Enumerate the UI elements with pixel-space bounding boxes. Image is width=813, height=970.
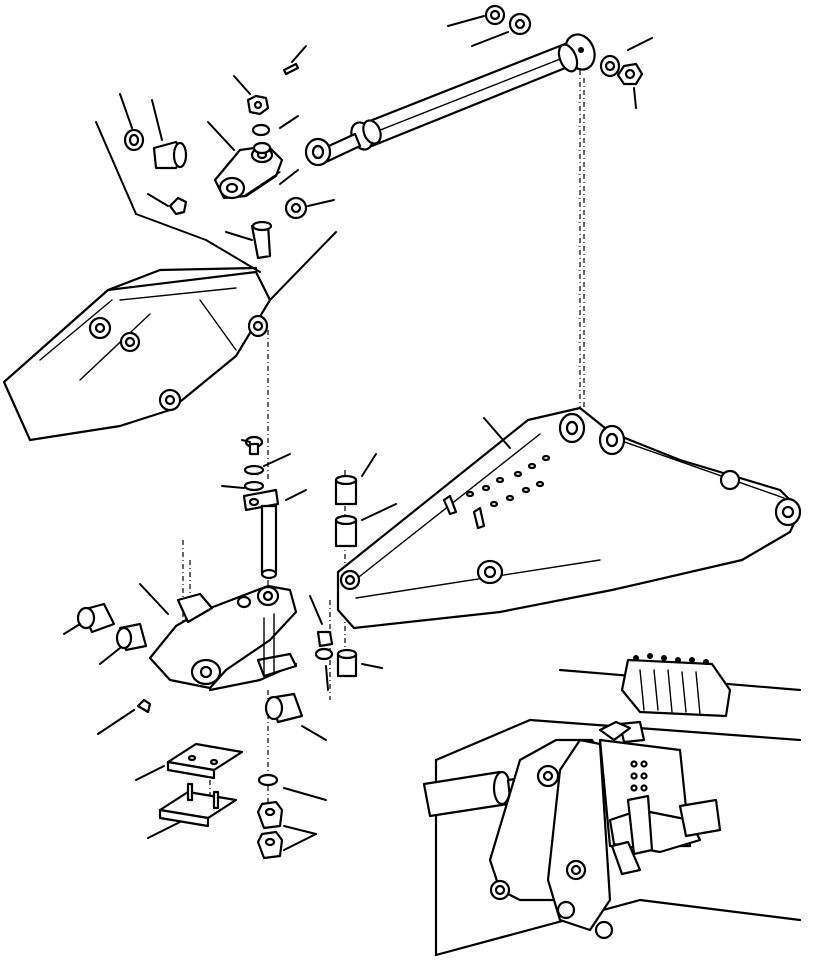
upper-hardware (123, 62, 308, 260)
control-linkage-detail (422, 653, 802, 957)
boom-hole-pattern (465, 454, 551, 508)
lower-swing-bracket (148, 584, 298, 692)
cylinder-rod-eye (304, 137, 332, 167)
pivot-pin (242, 435, 280, 580)
control-valve-bank (620, 653, 732, 718)
boom-cylinder (318, 33, 596, 164)
frame-plate (2, 266, 272, 442)
shims (158, 742, 244, 828)
valve-block-ports (630, 760, 648, 792)
upper-swing-bracket (213, 144, 284, 200)
leader-lines (63, 15, 653, 851)
top-bushings (484, 4, 644, 86)
boom-arm (336, 406, 802, 630)
boom-bushings (314, 474, 358, 678)
nuts (256, 773, 284, 860)
lower-bushings (76, 602, 304, 724)
